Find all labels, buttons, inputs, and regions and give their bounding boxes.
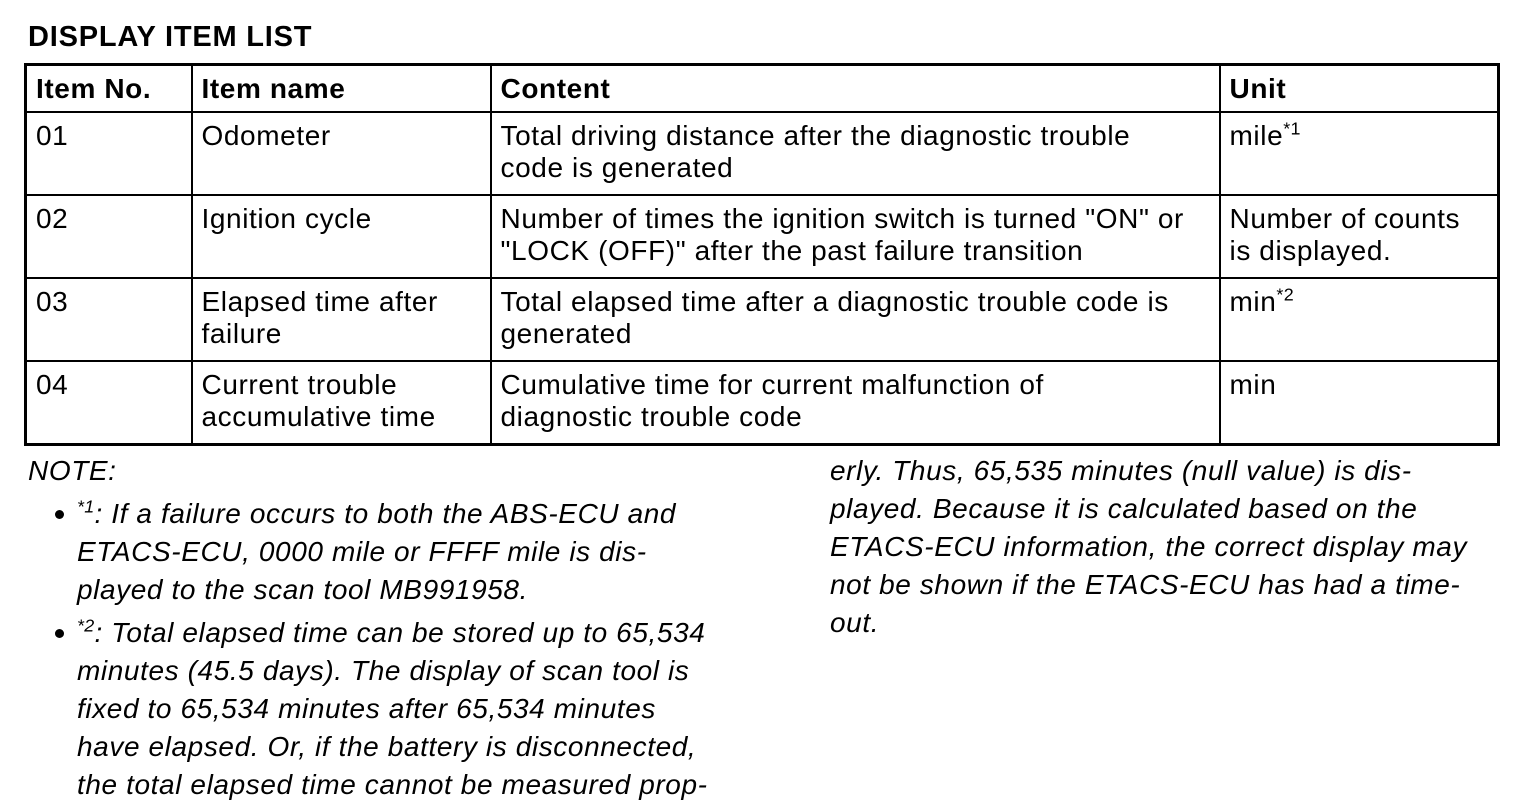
column-header-item-no: Item No. (24, 63, 193, 113)
page-title: DISPLAY ITEM LIST (28, 21, 313, 53)
unit-footnote-marker: *1 (1283, 118, 1301, 139)
table-header-row: Item No. Item name Content Unit (24, 63, 1500, 113)
display-item-table: Item No. Item name Content Unit 01 Odome… (24, 63, 1500, 446)
cell-item-name: Ignition cycle (190, 194, 492, 279)
note-bullet-text: *2: Total elapsed time can be stored up … (77, 615, 708, 800)
cell-unit: Number of counts is displayed. (1218, 194, 1500, 279)
footnote-marker: *1 (77, 496, 95, 517)
cell-unit: min (1218, 360, 1500, 446)
note-continuation-text: erly. Thus, 65,535 minutes (null value) … (830, 455, 1468, 638)
column-header-item-name: Item name (190, 63, 492, 113)
unit-footnote-marker: *2 (1276, 284, 1294, 305)
column-header-unit: Unit (1218, 63, 1500, 113)
cell-content: Number of times the ignition switch is t… (489, 194, 1221, 279)
table-row: 02 Ignition cycle Number of times the ig… (24, 194, 1500, 279)
cell-item-no: 04 (24, 360, 193, 446)
column-header-content: Content (489, 63, 1221, 113)
table-row: 04 Current trouble accumulative time Cum… (24, 360, 1500, 446)
footnote-marker: *2 (77, 615, 95, 636)
unit-text: Number of counts is displayed. (1229, 203, 1461, 266)
cell-item-no: 01 (24, 111, 193, 196)
table-row: 03 Elapsed time after failure Total elap… (24, 277, 1500, 362)
unit-text: mile (1229, 120, 1284, 151)
unit-text: min (1229, 286, 1277, 317)
unit-text: min (1229, 369, 1277, 400)
bullet-icon (55, 629, 64, 638)
table-row: 01 Odometer Total driving distance after… (24, 111, 1500, 196)
cell-content: Total driving distance after the diagnos… (489, 111, 1221, 196)
note-column-right: erly. Thus, 65,535 minutes (null value) … (764, 452, 1496, 804)
note-column-left: NOTE: *1: If a failure occurs to both th… (24, 452, 764, 804)
note-heading: NOTE: (28, 455, 117, 486)
cell-item-name: Odometer (190, 111, 492, 196)
cell-item-no: 03 (24, 277, 193, 362)
note-bullet-text: *1: If a failure occurs to both the ABS-… (77, 496, 677, 605)
cell-unit: mile*1 (1218, 111, 1500, 196)
cell-item-name: Elapsed time after failure (190, 277, 492, 362)
cell-content: Total elapsed time after a diagnostic tr… (489, 277, 1221, 362)
cell-item-no: 02 (24, 194, 193, 279)
note-bullet-2: *2: Total elapsed time can be stored up … (24, 614, 764, 804)
cell-unit: min*2 (1218, 277, 1500, 362)
bullet-icon (55, 510, 64, 519)
cell-item-name: Current trouble accumulative time (190, 360, 492, 446)
cell-content: Cumulative time for current malfunction … (489, 360, 1221, 446)
note-bullet-1: *1: If a failure occurs to both the ABS-… (24, 495, 764, 609)
note-section: NOTE: *1: If a failure occurs to both th… (24, 452, 1496, 804)
